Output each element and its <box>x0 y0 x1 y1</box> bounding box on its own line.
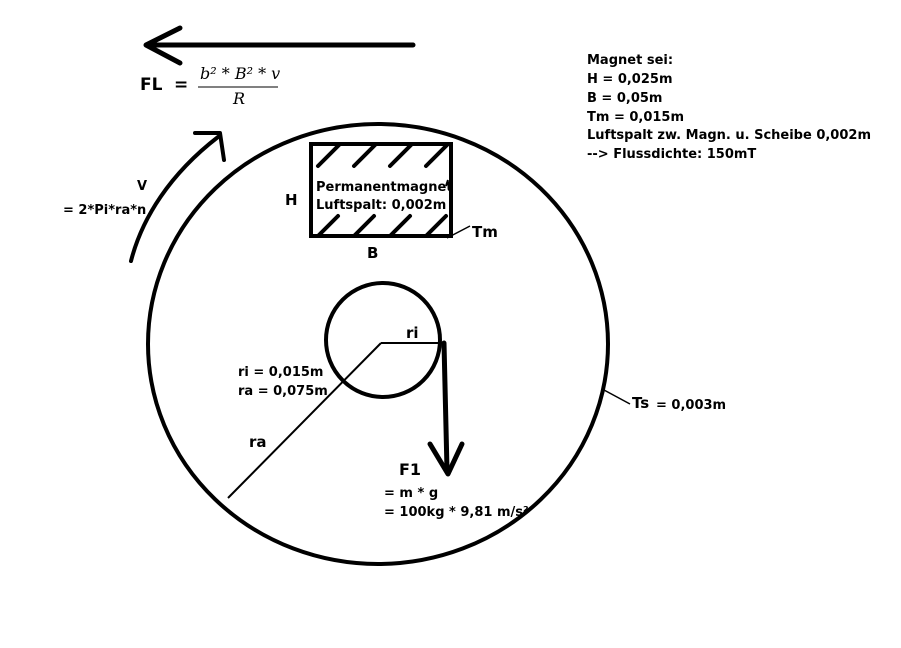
magnet-label-background <box>314 175 448 211</box>
outer-disc <box>146 122 610 566</box>
outer-radius-value: ra = 0,075m <box>238 384 328 399</box>
magnet-thickness-leader <box>446 225 471 239</box>
inner-radius-value: ri = 0,015m <box>238 365 323 380</box>
permanent-magnet: Permanentmagnet Luftspalt: 0,002m <box>309 142 453 238</box>
magnet-height-label: H <box>285 191 298 209</box>
formula-equals: = <box>174 75 188 95</box>
formula-denominator: R <box>232 89 245 108</box>
force-formula-line: = 100kg * 9,81 m/s² <box>384 505 529 520</box>
magnet-spec-line: Tm = 0,015m <box>587 110 684 125</box>
formula-numerator: b² * B² * v <box>200 64 280 83</box>
velocity-formula: = 2*Pi*ra*n <box>63 203 146 218</box>
inner-radius-label: ri <box>406 324 419 342</box>
velocity-symbol: V <box>137 179 147 194</box>
disc-thickness-value: = 0,003m <box>656 398 726 413</box>
rotation-arrow <box>129 131 226 263</box>
magnet-spec-line: --> Flussdichte: 150mT <box>587 147 756 162</box>
outer-radius-label: ra <box>249 433 267 451</box>
force-arrow-f1 <box>427 340 465 477</box>
disc-thickness-leader <box>603 389 631 405</box>
magnet-width-label: B <box>367 244 378 262</box>
outer-radius-line <box>227 342 382 499</box>
magnet-spec-line: B = 0,05m <box>587 91 662 106</box>
inner-hub <box>324 281 442 399</box>
magnet-corner-tick <box>445 179 449 187</box>
magnet-spec-block: Magnet sei: H = 0,025m B = 0,05m Tm = 0,… <box>587 53 871 162</box>
magnet-thickness-label: Tm <box>472 223 498 241</box>
air-gap-label: Luftspalt: 0,002m <box>316 198 446 213</box>
magnet-body <box>309 142 453 238</box>
force-direction-arrow <box>143 25 416 66</box>
magnet-spec-title: Magnet sei: <box>587 53 673 68</box>
force-formula-line: = m * g <box>384 486 438 501</box>
magnet-spec-line: Luftspalt zw. Magn. u. Scheibe 0,002m <box>587 128 871 143</box>
magnet-label: Permanentmagnet <box>316 180 453 195</box>
magnet-spec-line: H = 0,025m <box>587 72 673 87</box>
force-label: F1 <box>399 460 421 479</box>
disc-thickness-label: Ts <box>632 394 649 412</box>
formula-lhs: FL <box>140 75 163 95</box>
